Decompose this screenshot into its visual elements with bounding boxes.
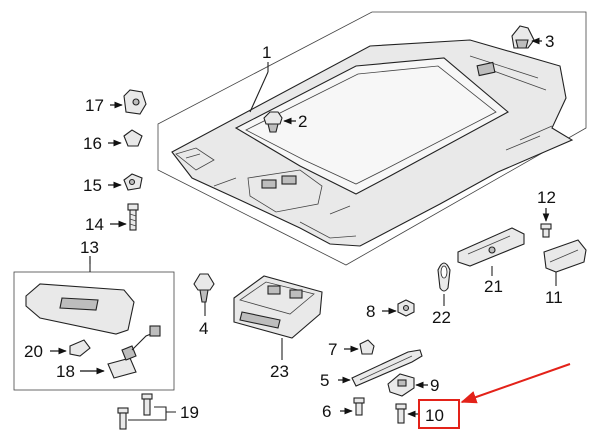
hook-part-22 bbox=[437, 262, 451, 292]
lamp-part-9 bbox=[387, 373, 415, 397]
callout-3: 3 bbox=[545, 32, 554, 51]
callout-7: 7 bbox=[328, 340, 337, 359]
screws-part-19 bbox=[117, 393, 153, 430]
callout-8: 8 bbox=[366, 302, 375, 321]
callout-12: 12 bbox=[537, 188, 556, 207]
callout-19: 19 bbox=[180, 403, 199, 422]
highlight-arrow bbox=[460, 363, 571, 404]
handle-part-21 bbox=[457, 227, 525, 267]
callout-6: 6 bbox=[322, 402, 331, 421]
clip-part-2 bbox=[263, 111, 283, 133]
callout-15: 15 bbox=[83, 176, 102, 195]
callout-22: 22 bbox=[432, 308, 451, 327]
screw-part-12 bbox=[540, 223, 552, 238]
bracket-part-11 bbox=[543, 239, 587, 273]
headliner-assembly bbox=[157, 11, 587, 266]
screw-part-6 bbox=[353, 397, 365, 416]
callout-21: 21 bbox=[484, 277, 503, 296]
callout-2: 2 bbox=[298, 112, 307, 131]
callout-23: 23 bbox=[270, 362, 289, 381]
highlight-box bbox=[418, 399, 460, 429]
callout-17: 17 bbox=[85, 96, 104, 115]
clip-part-7 bbox=[359, 339, 375, 355]
callout-1: 1 bbox=[262, 43, 271, 62]
pad-part-16 bbox=[123, 129, 143, 147]
callout-4: 4 bbox=[199, 319, 208, 338]
callout-14: 14 bbox=[85, 215, 104, 234]
sun-visor-group bbox=[13, 256, 175, 391]
bracket-part-17 bbox=[123, 89, 147, 115]
callout-5: 5 bbox=[320, 371, 329, 390]
nut-part-8 bbox=[397, 299, 415, 317]
clip-part-4 bbox=[193, 273, 215, 303]
callout-16: 16 bbox=[83, 134, 102, 153]
screw-part-10 bbox=[395, 403, 407, 424]
callout-18: 18 bbox=[56, 362, 75, 381]
callout-11: 11 bbox=[545, 288, 563, 307]
console-part-23 bbox=[233, 275, 323, 339]
callout-13: 13 bbox=[80, 238, 99, 257]
pad-part-15 bbox=[123, 173, 143, 191]
callout-10: 10 bbox=[425, 406, 444, 425]
trim-part-5 bbox=[351, 349, 423, 387]
callout-20: 20 bbox=[24, 342, 43, 361]
clip-part-3 bbox=[511, 25, 535, 49]
callout-9: 9 bbox=[430, 376, 439, 395]
screw-part-14 bbox=[127, 203, 139, 231]
